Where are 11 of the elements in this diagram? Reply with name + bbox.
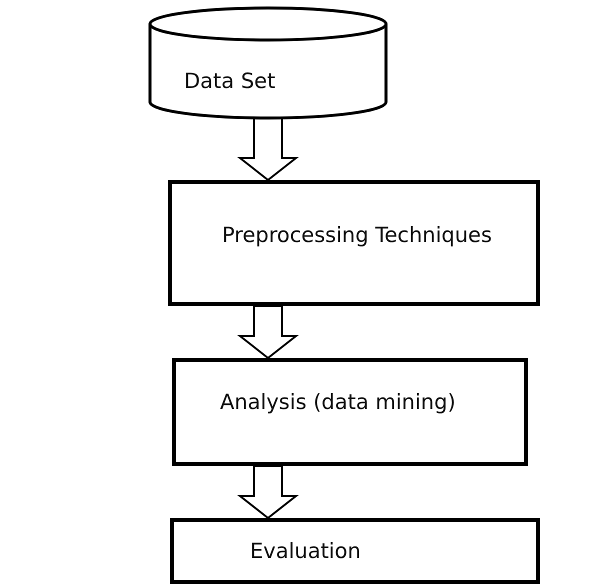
block-arrow [237, 117, 299, 182]
block-arrow [237, 305, 299, 360]
database-cylinder [148, 8, 388, 118]
node-label: Preprocessing Techniques [222, 223, 492, 247]
node-label: Analysis (data mining) [220, 390, 456, 414]
process-box [170, 518, 540, 584]
node-label: Evaluation [250, 539, 361, 563]
block-arrow [237, 465, 299, 520]
process-box [168, 180, 540, 306]
node-label: Data Set [184, 69, 276, 93]
process-box [172, 358, 528, 466]
